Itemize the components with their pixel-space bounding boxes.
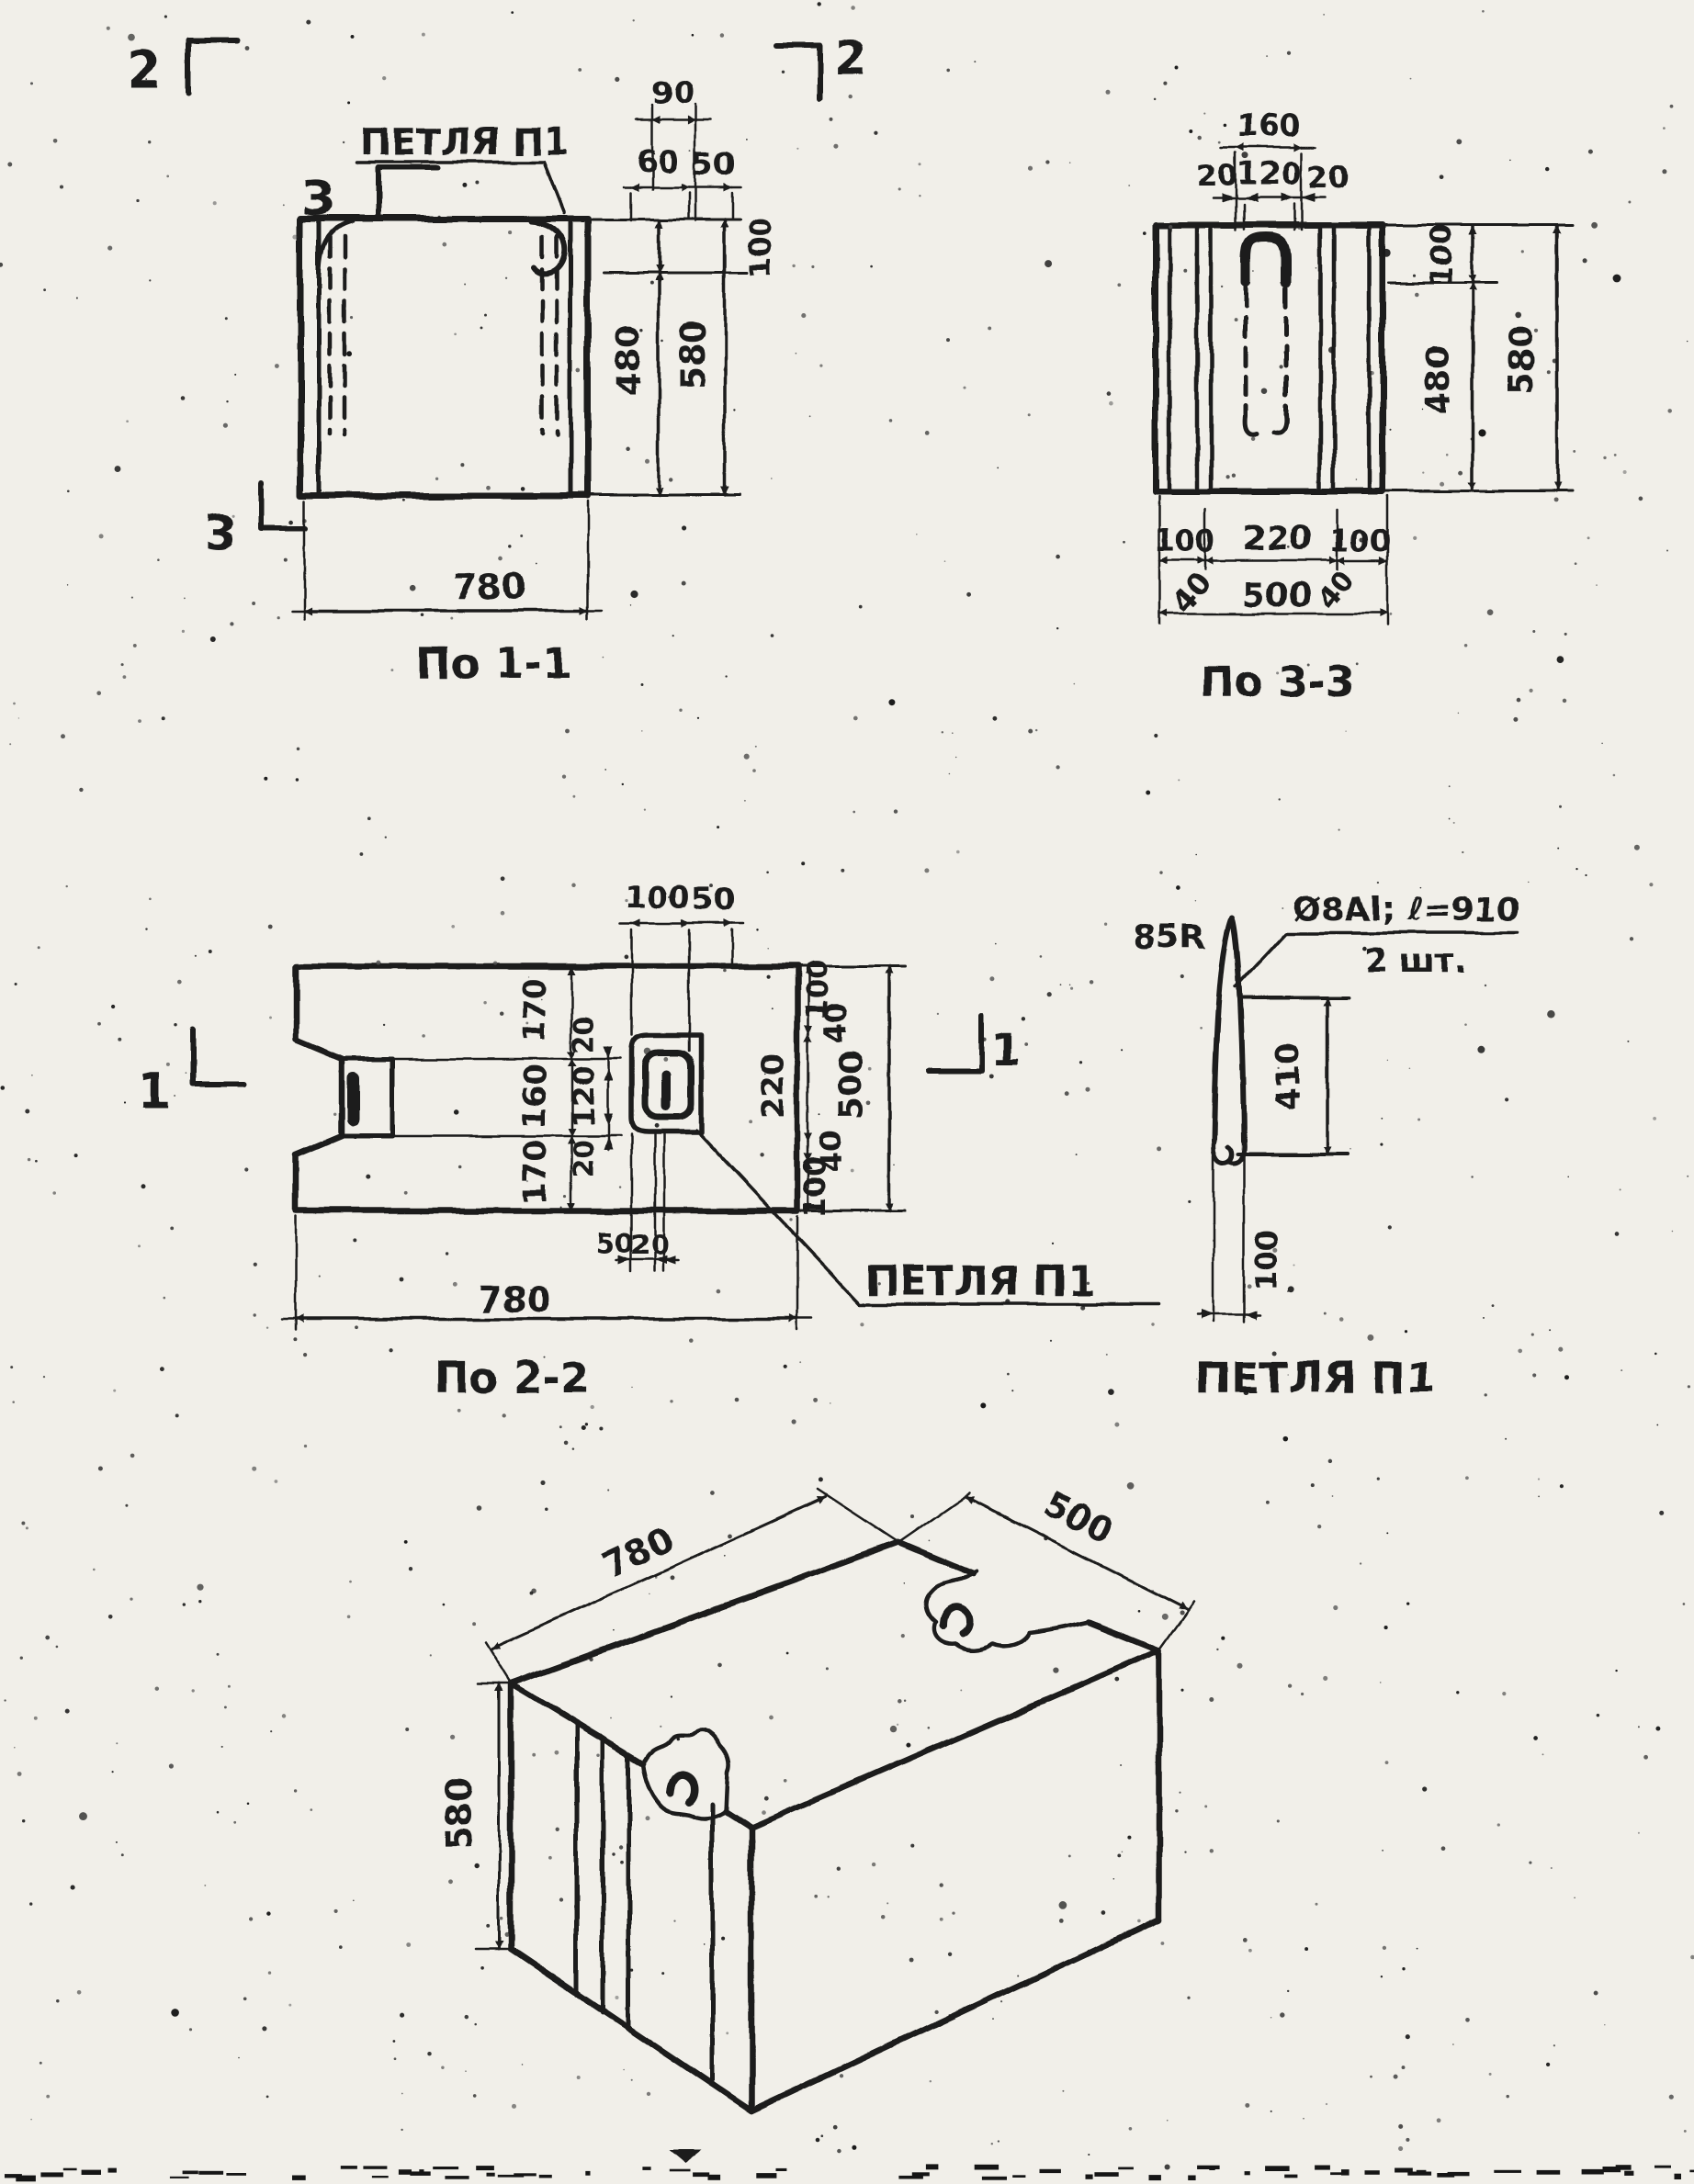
dim-text: 780 — [453, 567, 525, 607]
loop-label-leader — [355, 160, 566, 215]
extension-line — [1158, 1600, 1196, 1652]
dim-text: 580 — [439, 1777, 480, 1850]
dim-text: 100 — [799, 960, 834, 1021]
dim-text: 220 — [754, 1053, 791, 1119]
loop-spec-label: Ø8АI; ℓ=910 — [1293, 891, 1519, 929]
dim-text: 100 — [742, 218, 777, 279]
section-mark-3-bracket — [376, 164, 441, 218]
dim-line-iso-780 — [490, 1495, 827, 1650]
detail-loop-p1: 410 100 85R Ø8АI; ℓ=910 2 шт. ПЕТЛЯ П1 — [1134, 891, 1519, 1402]
dim-text: 580 — [1503, 325, 1541, 394]
iso-top-edge-bc — [895, 1539, 1163, 1654]
dim-text: 100 — [1424, 225, 1459, 287]
block-outline — [292, 963, 801, 1214]
pointer-triangle — [669, 2149, 703, 2163]
iso-pocket-back — [923, 1570, 1091, 1652]
loop-pocket — [629, 1032, 704, 1134]
loop-label-leader — [695, 1128, 1161, 1306]
dim-text: 100 — [797, 1156, 832, 1218]
dim-text: 50 — [692, 146, 735, 183]
dim-text: 90 — [651, 74, 695, 111]
extension-line — [483, 1640, 513, 1685]
dim-text: 220 — [1242, 520, 1311, 557]
section-mark-1-bracket — [190, 1026, 247, 1086]
pocket-arc-left — [316, 219, 355, 278]
dim-text: 410 — [1270, 1041, 1307, 1110]
keyway-slot — [347, 1072, 360, 1127]
dim-text: 480 — [1420, 345, 1458, 414]
section-mark-3-label: 3 — [204, 506, 237, 561]
view-caption: По 3-3 — [1199, 657, 1354, 706]
dim-arrow — [1201, 1311, 1257, 1320]
dim-text: 20 — [1197, 158, 1238, 193]
section-mark-1-bracket — [927, 1013, 984, 1074]
loop-hook — [1227, 1139, 1247, 1166]
dim-text: 20 — [569, 1015, 601, 1053]
loop-label: ПЕТЛЯ П1 — [865, 1258, 1095, 1305]
iso-top-edge-dc — [748, 1647, 1163, 1831]
dim-text: 50 — [692, 881, 735, 918]
view-section-1-1: 90 60 50 100 480 580 780 По 1-1 ПЕТЛЯ П1… — [127, 30, 867, 688]
dim-text: 20 — [631, 1230, 670, 1262]
section-mark-2-bracket — [186, 38, 240, 96]
spec-leader — [1234, 931, 1519, 989]
section-mark-3-bracket — [258, 480, 309, 532]
dim-text: 20 — [569, 1140, 601, 1178]
loop-plan-bar — [661, 1070, 671, 1110]
iso-pocket-front — [640, 1728, 731, 1820]
dim-text: 170 — [517, 978, 554, 1043]
dim-text: 40 — [819, 1003, 853, 1044]
view-caption: По 1-1 — [415, 638, 570, 688]
dim-text: 170 — [517, 1140, 554, 1205]
dim-text: 160 — [1237, 107, 1302, 144]
loop-wire — [1211, 915, 1247, 1144]
dim-text: 580 — [674, 320, 712, 388]
dim-text: 100 — [626, 879, 691, 916]
view-section-2-2: 170 160 170 20 120 20 100 50 100 40 220 … — [138, 879, 1161, 1402]
dim-text: 100 — [1155, 523, 1216, 558]
extension-line — [897, 1492, 972, 1545]
bend-radius-label: 85R — [1134, 918, 1205, 956]
view-isometric: 780 500 580 — [439, 1483, 1196, 2163]
dim-text: 20 — [1308, 160, 1350, 195]
view-caption: ПЕТЛЯ П1 — [1195, 1353, 1435, 1402]
extension-line — [816, 1488, 900, 1545]
keyway-pocket — [339, 1056, 396, 1139]
dim-text: 60 — [636, 144, 679, 181]
loop-qty-label: 2 шт. — [1365, 942, 1466, 980]
loop-plan — [641, 1049, 695, 1120]
loop-arc-right — [527, 219, 568, 276]
view-caption: По 2-2 — [434, 1353, 589, 1402]
dim-text: 120 — [1237, 155, 1303, 192]
iso-pocket-back-loop — [939, 1603, 974, 1637]
section-mark-3-label: 3 — [301, 172, 334, 227]
dim-text: 160 — [517, 1064, 554, 1130]
section-mark-2-label: 2 — [834, 30, 867, 85]
dim-line-iso-500 — [965, 1495, 1189, 1611]
dim-text: 500 — [832, 1051, 870, 1120]
loop-label: ПЕТЛЯ П1 — [360, 121, 569, 163]
dim-text: 120 — [566, 1066, 601, 1128]
dim-text: 780 — [478, 1279, 550, 1320]
iso-bottom-edge — [507, 1916, 1163, 2114]
dim-text: 500 — [1242, 577, 1311, 614]
loop-hook — [1243, 412, 1260, 436]
section-mark-2-label: 2 — [127, 41, 163, 101]
loop-hook — [1271, 412, 1289, 436]
lifting-loop — [1240, 231, 1292, 288]
section-mark-2-bracket — [774, 43, 823, 102]
section-mark-1-label: 1 — [990, 1025, 1021, 1076]
dim-text: 40 — [814, 1131, 849, 1173]
section-mark-1-label: 1 — [138, 1064, 171, 1120]
extension-line — [474, 1682, 513, 1951]
dim-text: 100 — [1249, 1230, 1284, 1291]
dim-text: 50 — [596, 1228, 635, 1260]
dim-arrow — [619, 1255, 677, 1265]
iso-pocket-front-loop — [667, 1772, 698, 1806]
dim-text: 480 — [610, 325, 648, 394]
